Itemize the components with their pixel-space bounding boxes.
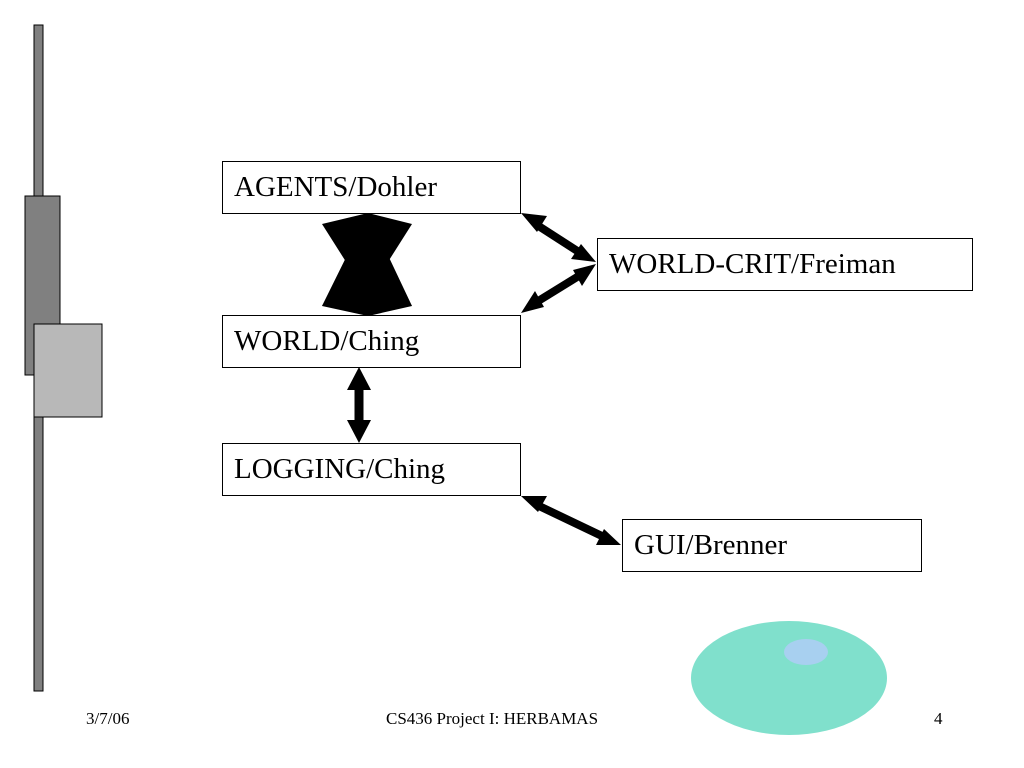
agents-node: AGENTS/Dohler [222, 161, 521, 214]
world-crit-node: WORLD-CRIT/Freiman [597, 238, 973, 291]
logging-node-label: LOGGING/Ching [234, 453, 446, 485]
arrow-world-worldcrit [521, 264, 596, 313]
arrow-agents-worldcrit [521, 213, 596, 262]
world-crit-node-label: WORLD-CRIT/Freiman [609, 248, 896, 280]
agents-node-label: AGENTS/Dohler [234, 171, 437, 203]
footer-title: CS436 Project I: HERBAMAS [386, 709, 599, 728]
light-block [33, 323, 103, 418]
logging-node: LOGGING/Ching [222, 443, 521, 496]
ellipse-highlight [784, 639, 828, 665]
footer-date: 3/7/06 [86, 709, 130, 728]
hourglass-arrow-body [322, 224, 412, 306]
world-node: WORLD/Ching [222, 315, 521, 368]
teal-ellipse [691, 621, 887, 735]
world-node-label: WORLD/Ching [234, 325, 420, 357]
gui-node-label: GUI/Brenner [634, 529, 788, 561]
arrow-logging-gui [521, 496, 621, 545]
footer-page-number: 4 [934, 709, 943, 728]
arrow-world-logging [347, 367, 371, 443]
gui-node: GUI/Brenner [622, 519, 922, 572]
